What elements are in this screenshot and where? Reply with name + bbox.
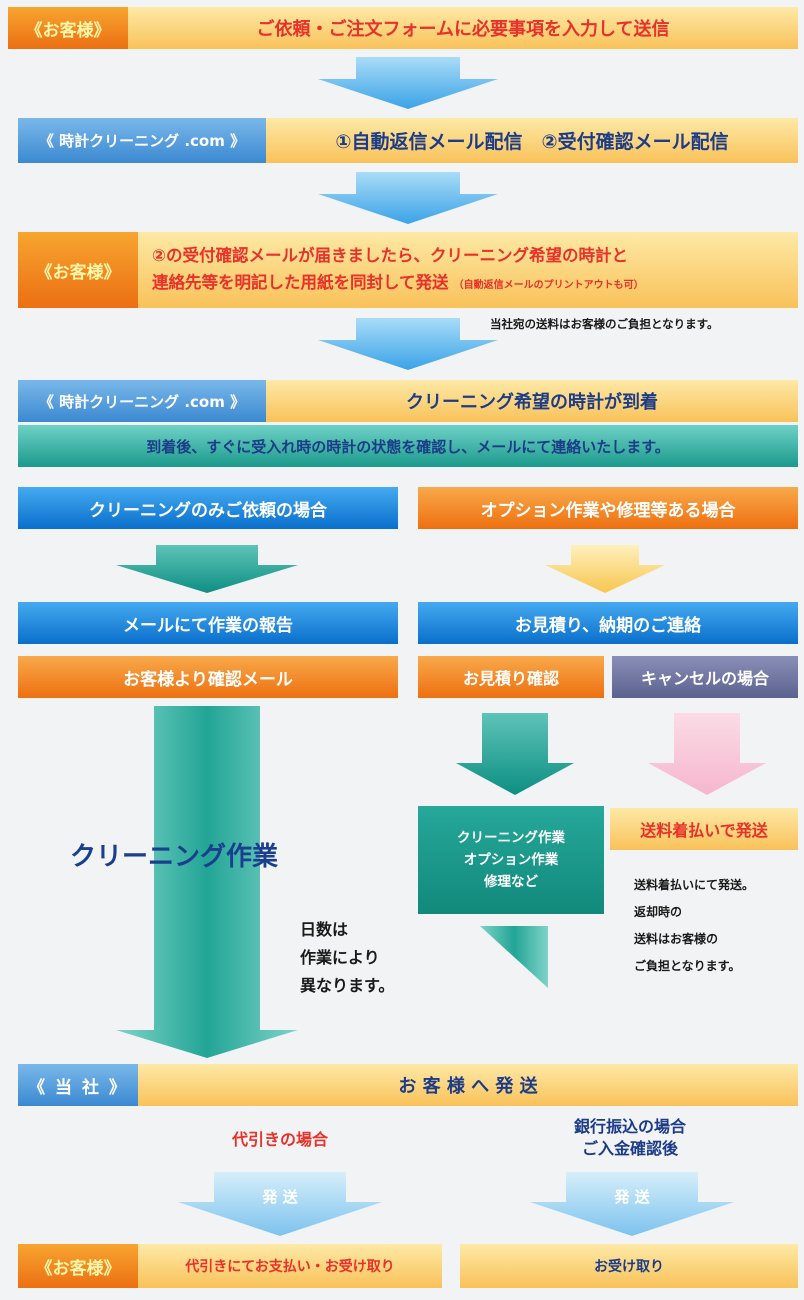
estimate-confirm: お見積り確認	[418, 656, 604, 698]
company-label: 《 時計クリーニング .com 》	[18, 118, 266, 163]
customer-label: 《お客様》	[8, 7, 128, 49]
estimate-notice: お見積り、納期のご連絡	[418, 602, 798, 644]
step-ship-note: （自動返信メールのプリントアウトも可）	[453, 280, 644, 291]
down-arrow-icon	[545, 545, 665, 593]
step-watch-arrived: クリーニング希望の時計が到着	[266, 380, 798, 422]
customer-label: 《お客様》	[18, 1244, 138, 1288]
ship-label: 発 送	[614, 1187, 650, 1206]
work-report-email: メールにて作業の報告	[18, 602, 398, 644]
cod-return-note: 送料着払いにて発送。 返却時の 送料はお客様の ご負担となります。	[634, 872, 754, 980]
step-submit-form: ご依頼・ご注文フォームに必要事項を入力して送信	[128, 7, 798, 49]
down-arrow-icon	[318, 318, 498, 370]
down-arrow-icon	[648, 713, 766, 795]
our-company-label: 《 当 社 》	[18, 1064, 138, 1106]
duration-note: 日数は 作業により 異なります。	[300, 916, 394, 1000]
step-condition-check: 到着後、すぐに受入れ時の時計の状態を確認し、メールにて連絡いたします。	[18, 425, 798, 467]
shipping-cost-note: 当社宛の送料はお客様のご負担となります。	[490, 317, 719, 331]
customer-label: 《お客様》	[18, 232, 138, 308]
step-auto-reply: ①自動返信メール配信 ②受付確認メール配信	[266, 118, 798, 163]
duration-note-line: 異なります。	[300, 976, 395, 995]
option-work-box: クリーニング作業 オプション作業 修理など	[418, 806, 604, 914]
option-work-line: 修理など	[484, 874, 538, 890]
step-ship-line2-text: 連絡先等を明記した用紙を同封して発送	[152, 273, 449, 292]
customer-confirm-email: お客様より確認メール	[18, 656, 398, 698]
down-arrow-icon	[178, 1172, 382, 1236]
down-arrow-icon	[318, 172, 498, 224]
long-down-arrow-icon	[116, 706, 298, 1058]
cod-note-line: 送料着払いにて発送。	[634, 878, 755, 892]
duration-note-line: 作業により	[300, 948, 380, 967]
bank-case-line: ご入金確認後	[581, 1139, 678, 1158]
ship-to-customer: お 客 様 へ 発 送	[138, 1064, 798, 1106]
branch-cleaning-only: クリーニングのみご依頼の場合	[18, 487, 398, 529]
bank-transfer-case: 銀行振込の場合 ご入金確認後	[530, 1116, 730, 1160]
cod-return: 送料着払いで発送	[610, 808, 798, 850]
cleaning-work-label: クリーニング作業	[70, 842, 279, 872]
cod-case: 代引きの場合	[231, 1130, 328, 1149]
bank-receipt: お受け取り	[460, 1244, 798, 1288]
step-ship-line1: ②の受付確認メールが届きましたら、クリーニング希望の時計と	[152, 246, 628, 265]
duration-note-line: 日数は	[300, 920, 349, 939]
company-label: 《 時計クリーニング .com 》	[18, 380, 266, 422]
bank-case-line: 銀行振込の場合	[573, 1117, 686, 1136]
step-ship-watch: ②の受付確認メールが届きましたら、クリーニング希望の時計と 連絡先等を明記した用…	[138, 232, 798, 308]
down-arrow-icon	[116, 545, 298, 593]
step-ship-line2: 連絡先等を明記した用紙を同封して発送 （自動返信メールのプリントアウトも可）	[152, 270, 798, 299]
cod-note-line: 返却時の	[634, 905, 683, 919]
option-work-line: オプション作業	[463, 852, 559, 868]
cod-payment-receipt: 代引きにてお支払い・お受け取り	[138, 1244, 442, 1288]
cancel-case: キャンセルの場合	[612, 656, 798, 698]
down-arrow-icon	[530, 1172, 734, 1236]
ship-label: 発 送	[262, 1187, 298, 1206]
down-arrow-icon	[318, 57, 498, 109]
cod-note-line: 送料はお客様の	[634, 932, 719, 946]
branch-options-repair: オプション作業や修理等ある場合	[418, 487, 798, 529]
cod-note-line: ご負担となります。	[634, 959, 741, 973]
option-work-line: クリーニング作業	[457, 830, 565, 846]
broken-down-arrow-icon	[480, 926, 548, 988]
down-arrow-icon	[456, 713, 574, 795]
